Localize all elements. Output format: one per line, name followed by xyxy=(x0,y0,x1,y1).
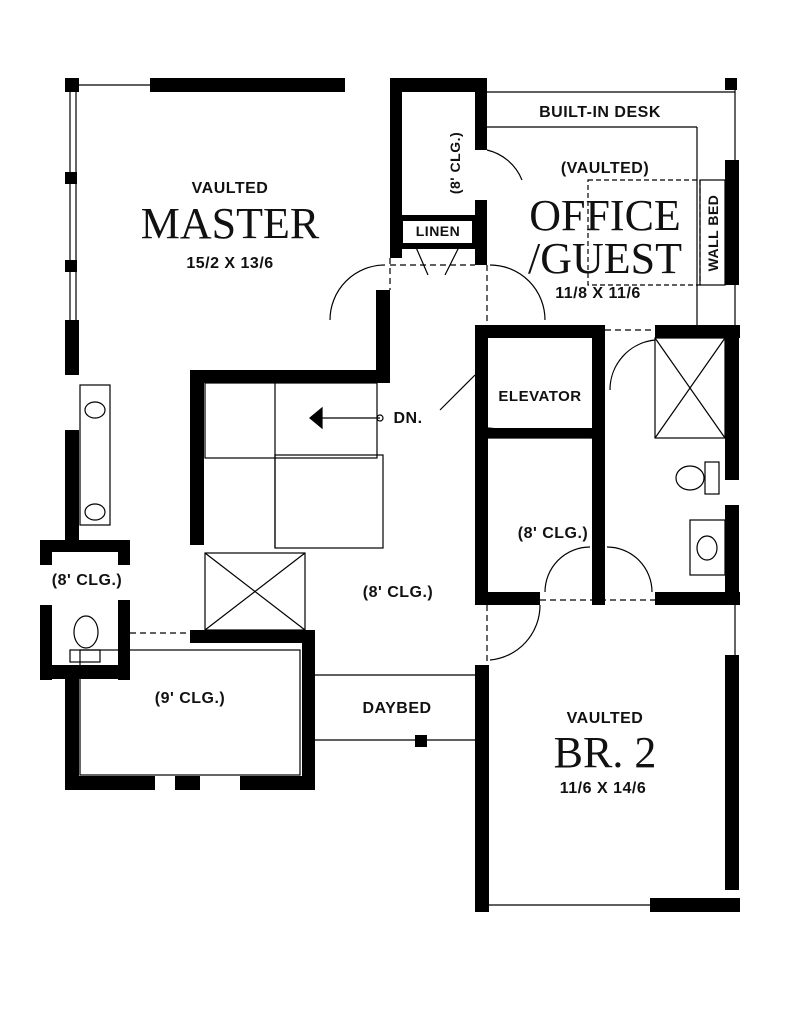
wall-bed-label: WALL BED xyxy=(705,194,721,272)
master-name: MASTER xyxy=(140,199,320,248)
built-in-desk-label: BUILT-IN DESK xyxy=(539,104,661,121)
walkin-ceiling: (9' CLG.) xyxy=(154,690,226,707)
br2-name: BR. 2 xyxy=(553,728,657,777)
linen-label: LINEN xyxy=(415,223,461,239)
walls xyxy=(40,78,740,912)
office-note: (VAULTED) xyxy=(560,160,650,177)
daybed-label: DAYBED xyxy=(362,700,432,717)
hall-ceiling: (8' CLG.) xyxy=(362,584,434,601)
closet-top-ceiling: (8' CLG.) xyxy=(447,131,463,195)
master-note: VAULTED xyxy=(191,180,269,197)
office-name-2: /GUEST xyxy=(528,234,682,283)
master-size: 15/2 X 13/6 xyxy=(186,255,274,272)
office-name-1: OFFICE xyxy=(529,191,681,240)
br2-size: 11/6 X 14/6 xyxy=(559,780,647,797)
thin-lines xyxy=(69,84,736,906)
closet-mid-ceiling: (8' CLG.) xyxy=(517,525,589,542)
br2-note: VAULTED xyxy=(566,710,644,727)
elevator-label: ELEVATOR xyxy=(498,388,582,405)
stairs-down-label: DN. xyxy=(393,410,423,427)
office-size: 11/8 X 11/6 xyxy=(555,285,641,302)
wc-ceiling: (8' CLG.) xyxy=(51,572,123,589)
